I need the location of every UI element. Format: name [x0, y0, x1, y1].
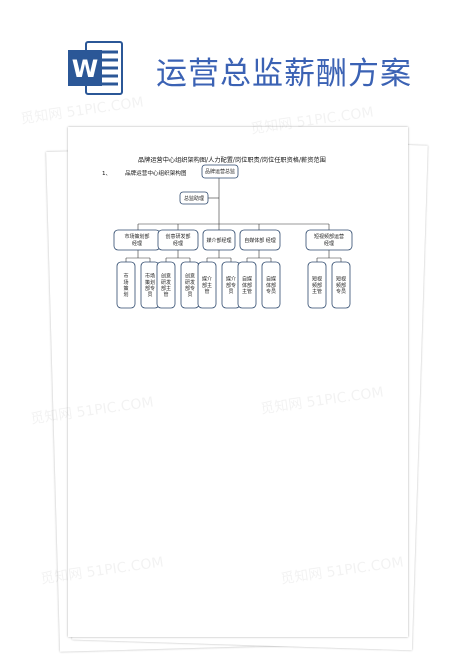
org-node-label: 员 [147, 292, 152, 298]
section-title: 品牌运营中心组织架构图 [124, 171, 187, 177]
org-node-label: 自媒 [242, 276, 252, 283]
section-heading: 1、 品牌运营中心组织架构图 [102, 169, 186, 177]
org-chart-connectors [125, 177, 342, 262]
org-node-label: 主管 [242, 288, 252, 295]
org-node-label: 创意 [161, 273, 171, 280]
banner-header: W 运营总监薪酬方案 [0, 0, 474, 118]
org-node-label: 市 [123, 273, 128, 280]
org-node-label: 总监助理 [184, 195, 204, 202]
org-child-nodes: 市场策划市场策划部专员创意研发部主管创意研发部专员媒介部主管媒介部专员自媒体部主… [116, 261, 351, 309]
org-node-label: 管 [163, 291, 168, 298]
org-node-box [156, 261, 176, 309]
department-label-line2: 经理 [324, 240, 334, 247]
department-label-line1: 媒介部经理 [206, 237, 231, 244]
org-node-label: 频部 [312, 282, 322, 289]
org-node-department: 短视频部运营 经理 [305, 229, 353, 251]
org-node-label: 划 [123, 291, 128, 298]
org-node-assistant: 总监助理 [179, 191, 209, 205]
org-node-box [307, 261, 327, 309]
org-node-label: 主管 [312, 288, 322, 295]
org-node-director: 品牌运营总监 [201, 164, 239, 179]
org-node-label: 员 [228, 289, 233, 295]
document-page: 品牌运营中心组织架构图/人力配置/岗位职责/岗位任职资格/薪资范围 1、 品牌运… [68, 127, 408, 637]
department-label-line1: 市场策划部 [124, 233, 149, 240]
org-node-label: 策 [123, 285, 128, 292]
org-node-box [237, 261, 257, 309]
org-node-label: 短视 [336, 276, 346, 283]
org-node-label: 部主 [202, 282, 212, 289]
org-chart: 品牌运营总监 总监助理 市场策划部 经理 创意研发部 经理 媒介部经理 自媒体部… [113, 164, 353, 309]
org-node-label: 频部 [336, 282, 346, 289]
svg-text:W: W [72, 55, 98, 83]
org-node-label: 体部 [242, 282, 252, 289]
org-node-staff: 市场策划 [116, 261, 136, 309]
org-node-label: 管 [204, 288, 209, 295]
department-label-line1: 创意研发部 [165, 233, 190, 240]
org-node-department: 市场策划部 经理 [113, 229, 161, 251]
org-node-label: 研发 [185, 279, 195, 286]
org-node-label: 品牌运营总监 [205, 168, 235, 175]
org-node-label: 创意 [185, 273, 195, 280]
org-node-label: 研发 [161, 279, 171, 286]
org-node-label: 体部 [266, 282, 276, 289]
department-label-line2: 经理 [173, 240, 183, 247]
department-label-line1: 自媒体部 经理 [244, 237, 276, 244]
org-node-box [331, 261, 351, 309]
document-heading: 品牌运营中心组织架构图/人力配置/岗位职责/岗位任职资格/薪资范围 [138, 157, 326, 164]
org-node-label: 市场 [145, 273, 155, 280]
department-label-line1: 短视频部运营 [314, 233, 344, 240]
department-label-line2: 经理 [132, 240, 142, 247]
section-number: 1、 [102, 171, 112, 177]
page-title: 运营总监薪酬方案 [156, 56, 412, 92]
org-node-department: 自媒体部 经理 [239, 229, 281, 251]
org-node-label: 场 [123, 279, 128, 286]
org-node-label: 自媒 [266, 276, 276, 283]
org-node-box [116, 261, 136, 309]
org-node-label: 短视 [312, 276, 322, 283]
org-node-label: 部专 [145, 285, 155, 292]
org-node-label: 部主 [161, 285, 171, 292]
org-node-label: 媒介 [202, 276, 212, 283]
org-node-label: 专员 [266, 288, 276, 295]
word-doc-icon: W [68, 41, 123, 95]
org-node-department: 创意研发部 经理 [157, 229, 199, 251]
org-node-label: 部专 [185, 285, 195, 292]
org-node-label: 员 [187, 292, 192, 298]
org-node-label: 策划 [145, 279, 155, 286]
org-node-box [261, 261, 281, 309]
org-node-box [197, 261, 217, 309]
org-node-label: 专员 [336, 288, 346, 295]
org-node-label: 部专 [226, 282, 236, 289]
org-node-label: 媒介 [226, 276, 236, 283]
org-node-department: 媒介部经理 [202, 229, 236, 251]
